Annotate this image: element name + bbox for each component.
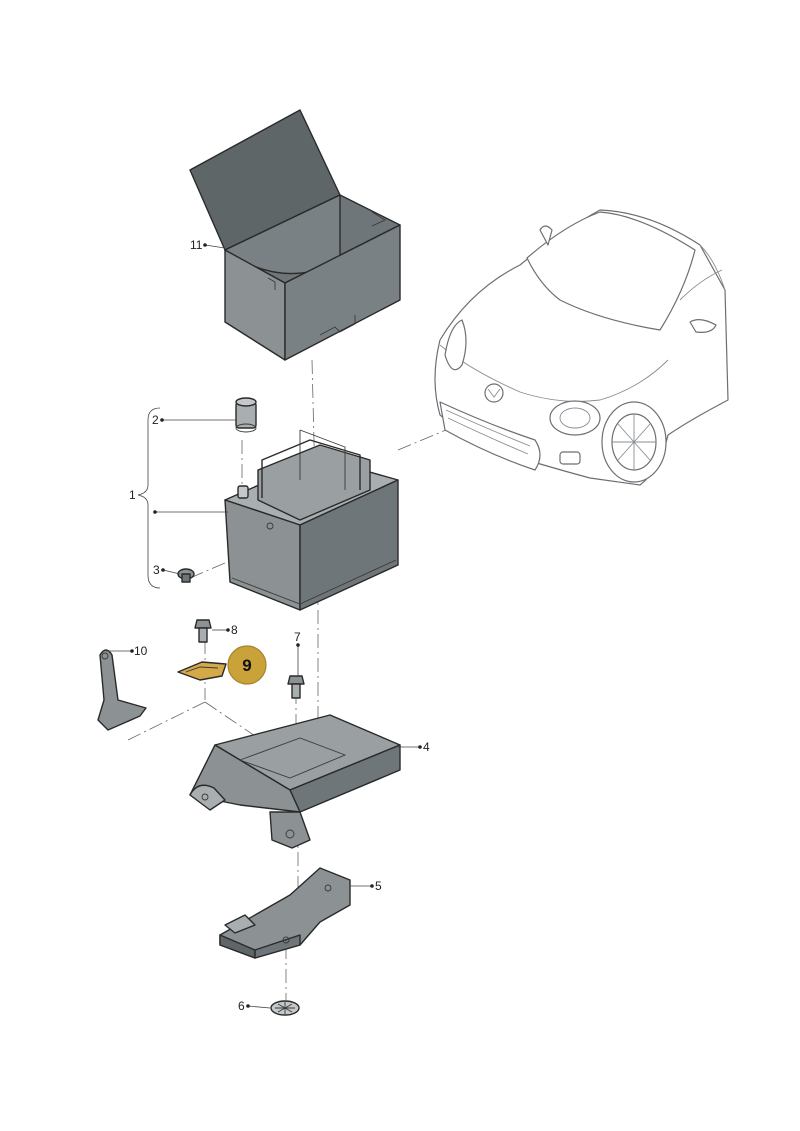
- callout-3: 3: [153, 563, 160, 577]
- highlight-badge-circle: [227, 645, 267, 685]
- bolt-7: [287, 675, 305, 699]
- tray-base-bracket: [219, 867, 351, 959]
- battery: [224, 429, 399, 611]
- leader-lines: [106, 244, 420, 1009]
- battery-assembly-brace: [137, 407, 161, 589]
- highlight-badge-9[interactable]: 9: [227, 645, 267, 685]
- hold-down-bracket: [97, 649, 147, 731]
- callout-11: 11: [190, 238, 203, 252]
- callout-4: 4: [423, 740, 430, 754]
- callout-10: 10: [134, 644, 148, 658]
- leader-dots: [130, 243, 422, 1008]
- callout-2: 2: [152, 413, 159, 427]
- battery-tray: [189, 714, 401, 849]
- battery-cover-box: [189, 109, 401, 361]
- callout-5: 5: [375, 879, 382, 893]
- bolt-8: [194, 619, 212, 643]
- callout-7: 7: [294, 630, 301, 644]
- callout-8: 8: [231, 623, 238, 637]
- battery-screw: [177, 568, 195, 583]
- highlight-badge-number: 9: [242, 656, 251, 675]
- callout-6: 6: [238, 999, 245, 1013]
- vehicle-illustration: [434, 209, 729, 486]
- callout-1: 1: [129, 488, 136, 502]
- clamp-bracket-highlighted: [177, 661, 227, 681]
- callout-labels: 11 2 1 3 8 10 7 4 5 6: [129, 238, 430, 1013]
- vent-cap: [235, 397, 257, 433]
- retaining-clip: [270, 1000, 300, 1016]
